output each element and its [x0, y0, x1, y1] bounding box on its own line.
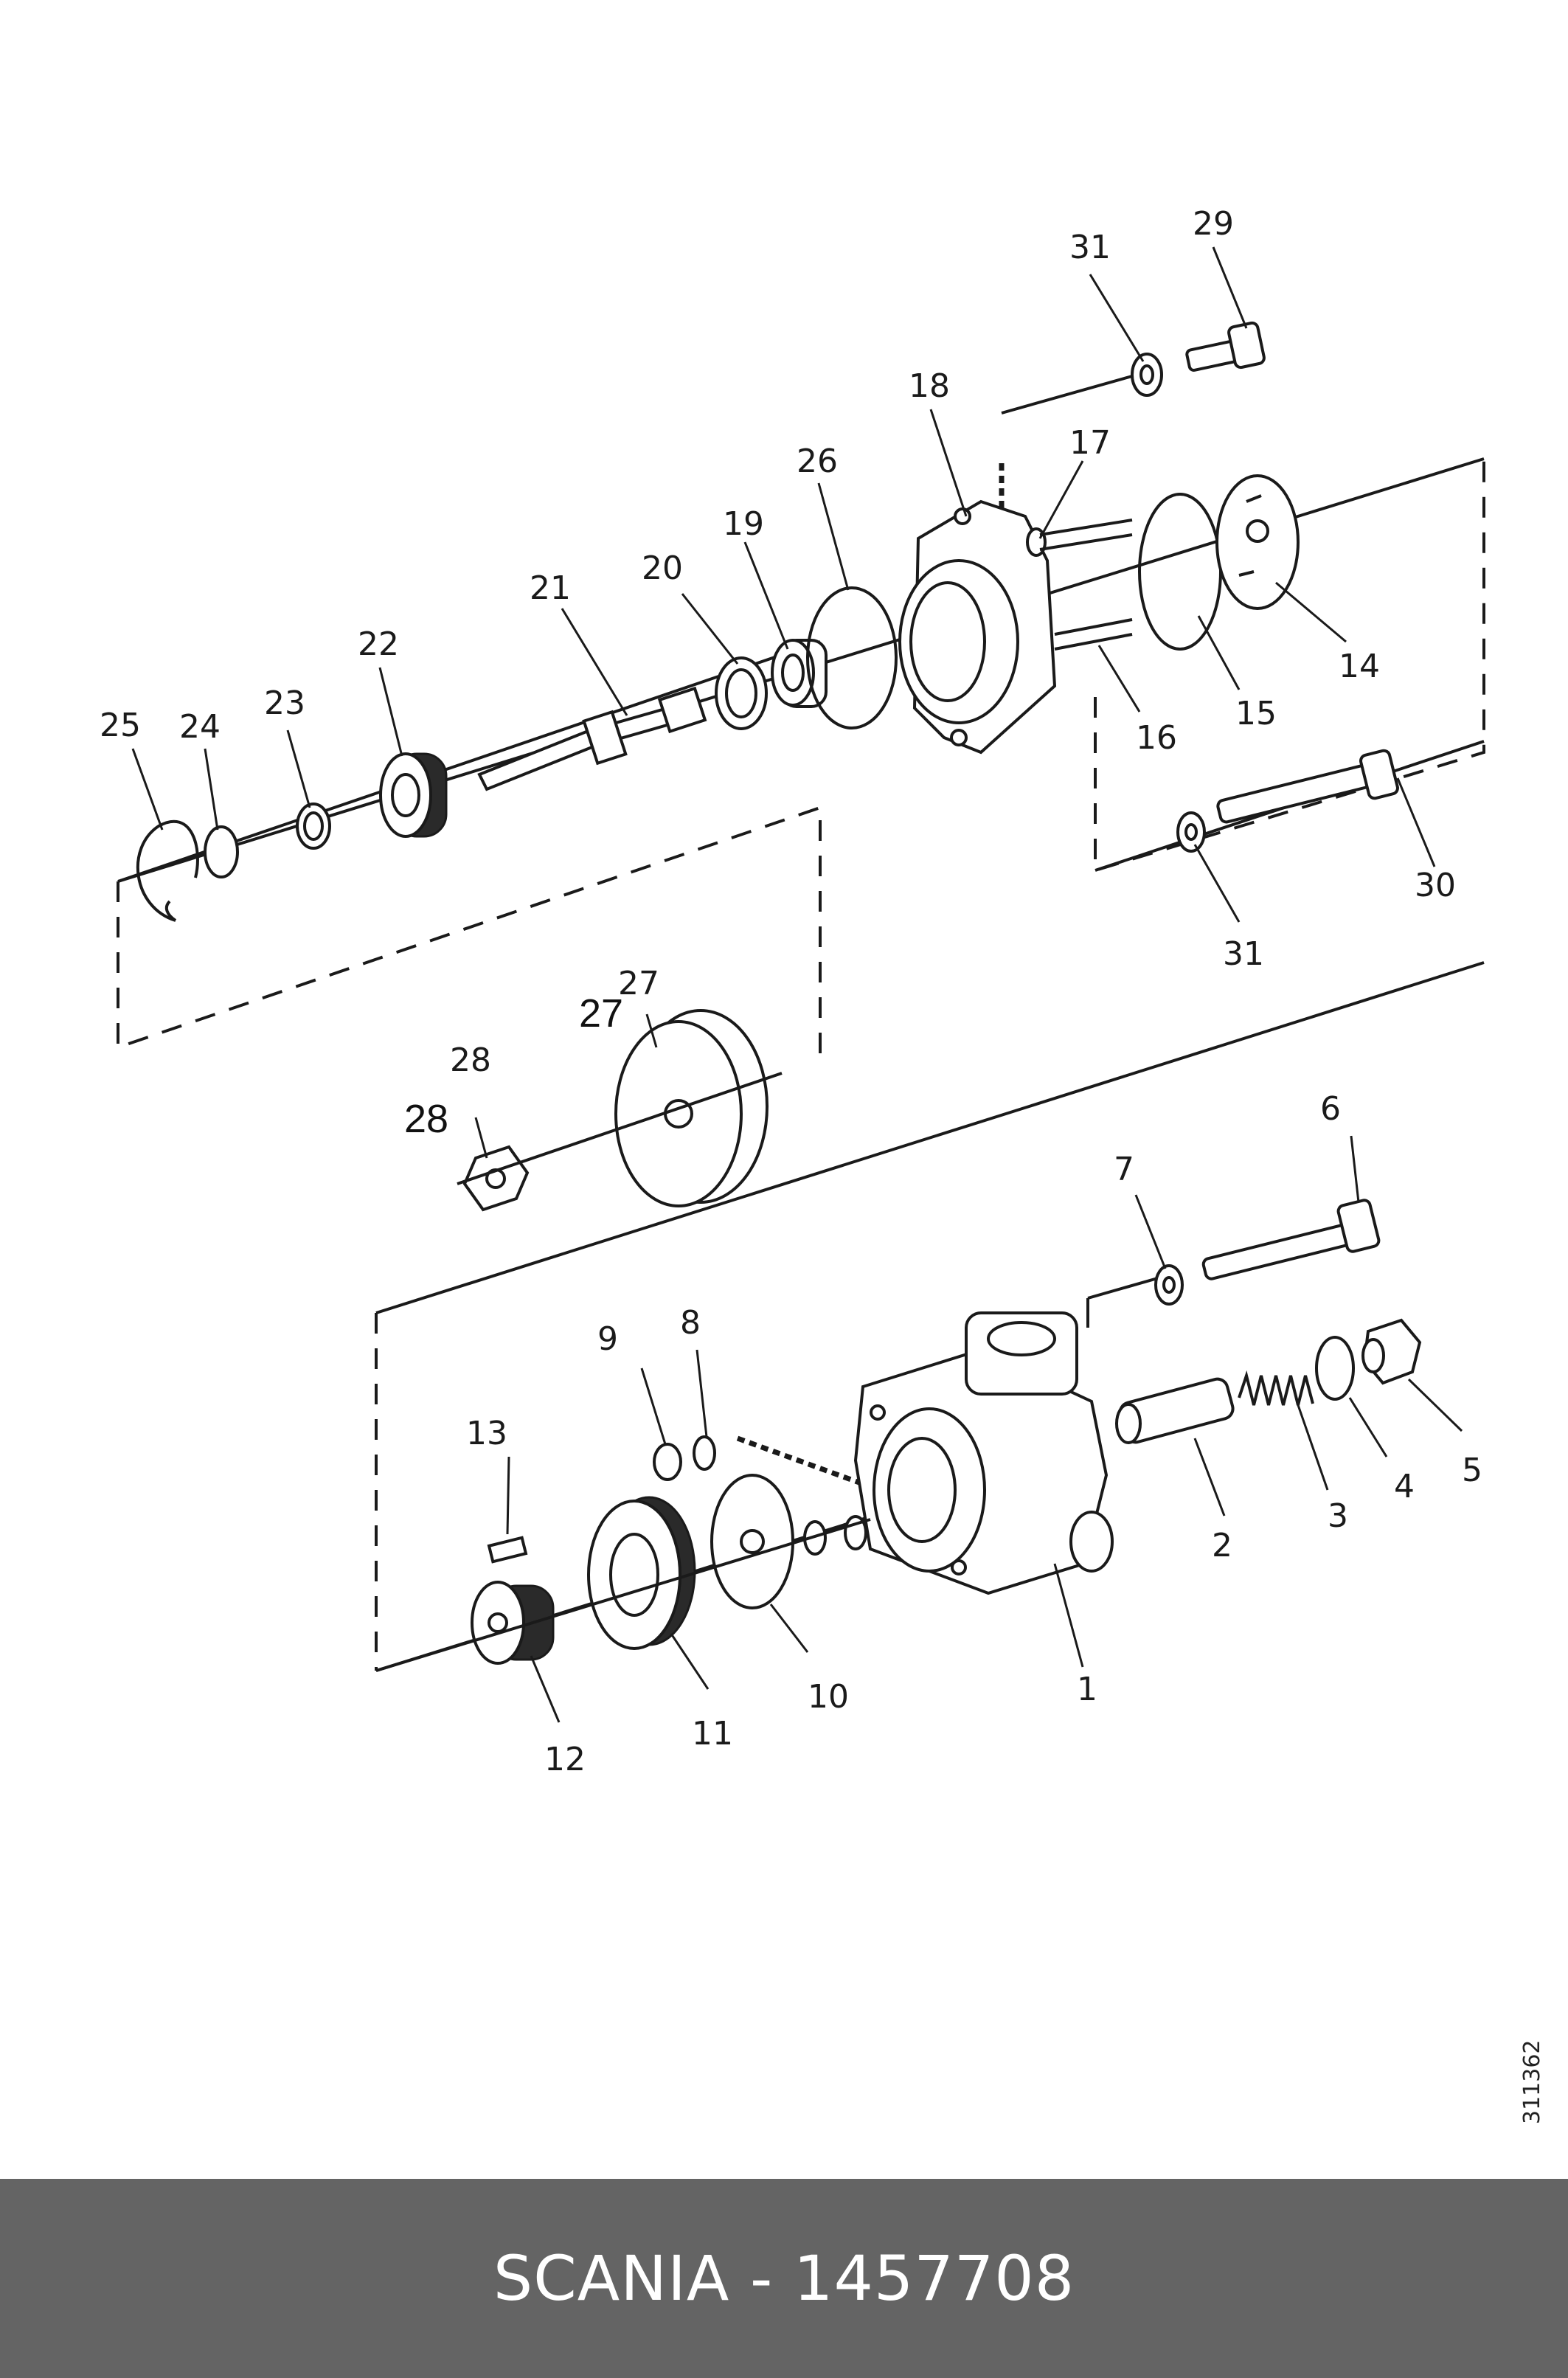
part-19-bearing: [771, 639, 828, 708]
callout-3: 3: [1328, 1497, 1348, 1535]
callout-7: 7: [1114, 1151, 1134, 1188]
part-31-washer-lower: [1176, 811, 1206, 853]
part-7-washer: [1154, 1264, 1184, 1306]
callout-1: 1: [1077, 1671, 1097, 1708]
part-9-ring: [653, 1443, 682, 1481]
part-17-pin: [1026, 519, 1133, 557]
drawing-number: 311362: [1519, 2039, 1545, 2124]
part-13-vane: [487, 1536, 528, 1564]
callout-14: 14: [1339, 648, 1380, 685]
callout-19: 19: [723, 505, 764, 543]
part-25-retaining-ring: [136, 819, 199, 922]
footer-band: SCANIA - 1457708: [0, 2179, 1568, 2378]
callout-23: 23: [264, 684, 305, 722]
part-4-o-ring: [1315, 1336, 1355, 1401]
part-10-plate: [710, 1474, 867, 1609]
gear-axis: [457, 1072, 783, 1185]
part-1-pump-body: [853, 1311, 1114, 1595]
part-15-o-ring: [1138, 493, 1222, 651]
callout-31-upper: 31: [1069, 229, 1111, 266]
part-2-relief-valve: [1115, 1377, 1235, 1444]
callout-28-small: 28: [450, 1041, 491, 1079]
part-31-washer-upper: [1131, 353, 1163, 397]
part-30-long-bolt: [1216, 749, 1399, 824]
part-14-port-plate: [1215, 474, 1300, 610]
part-16-pin: [1054, 618, 1133, 651]
part-8-o-ring: [693, 1435, 716, 1471]
part-3-spring: [1238, 1370, 1314, 1406]
callout-27-small: 27: [618, 965, 659, 1002]
callout-16: 16: [1136, 719, 1177, 757]
callout-18: 18: [909, 367, 950, 405]
callout-31-lower: 31: [1223, 935, 1264, 973]
leader-lines: [131, 246, 1463, 1723]
callout-13: 13: [466, 1415, 507, 1452]
exploded-parts-diagram: 31 29 18 17 26 19 20 21 22 23 24 25 14 1…: [100, 205, 1485, 1778]
callout-numbers: 31 29 18 17 26 19 20 21 22 23 24 25 14 1…: [100, 205, 1482, 1778]
callout-26: 26: [797, 443, 838, 480]
callout-12: 12: [544, 1741, 586, 1778]
part-27-gear: [614, 1009, 769, 1207]
callout-5: 5: [1462, 1452, 1482, 1489]
callout-29: 29: [1193, 205, 1234, 243]
callout-24: 24: [179, 708, 221, 746]
callout-27-bold: 27: [579, 991, 623, 1036]
callout-10: 10: [808, 1678, 849, 1716]
part-24-snap-ring: [204, 825, 239, 878]
callout-30: 30: [1415, 867, 1456, 904]
callout-9: 9: [597, 1320, 618, 1358]
part-22-bearing: [379, 752, 448, 838]
footer-part-title: SCANIA - 1457708: [493, 2242, 1075, 2315]
part-20-sealing-ring: [715, 656, 768, 730]
part-23-washer: [296, 803, 331, 850]
part-29-bolt: [1185, 321, 1266, 372]
callout-25: 25: [100, 707, 141, 744]
callout-8: 8: [680, 1304, 701, 1342]
part-6-bolt: [1201, 1199, 1381, 1280]
lower-axis: [375, 1518, 871, 1672]
part-12-rotor: [471, 1581, 555, 1665]
body-connector-line: [736, 1435, 861, 1486]
part-28-nut: [462, 1145, 530, 1212]
callout-11: 11: [692, 1715, 733, 1753]
callout-28-bold: 28: [404, 1097, 448, 1141]
part-11-cam-ring: [587, 1496, 696, 1650]
callout-17: 17: [1069, 424, 1111, 462]
callout-4: 4: [1394, 1468, 1415, 1505]
part-26-o-ring: [806, 586, 898, 729]
part-18-flange-housing: [898, 499, 1057, 755]
part-21-shaft: [477, 686, 707, 791]
callout-20: 20: [642, 550, 683, 587]
callout-2: 2: [1212, 1527, 1232, 1564]
callout-21: 21: [530, 569, 571, 607]
callout-6: 6: [1320, 1090, 1341, 1128]
part-5-plug: [1361, 1318, 1422, 1385]
callout-22: 22: [358, 625, 399, 663]
callout-15: 15: [1235, 695, 1277, 732]
